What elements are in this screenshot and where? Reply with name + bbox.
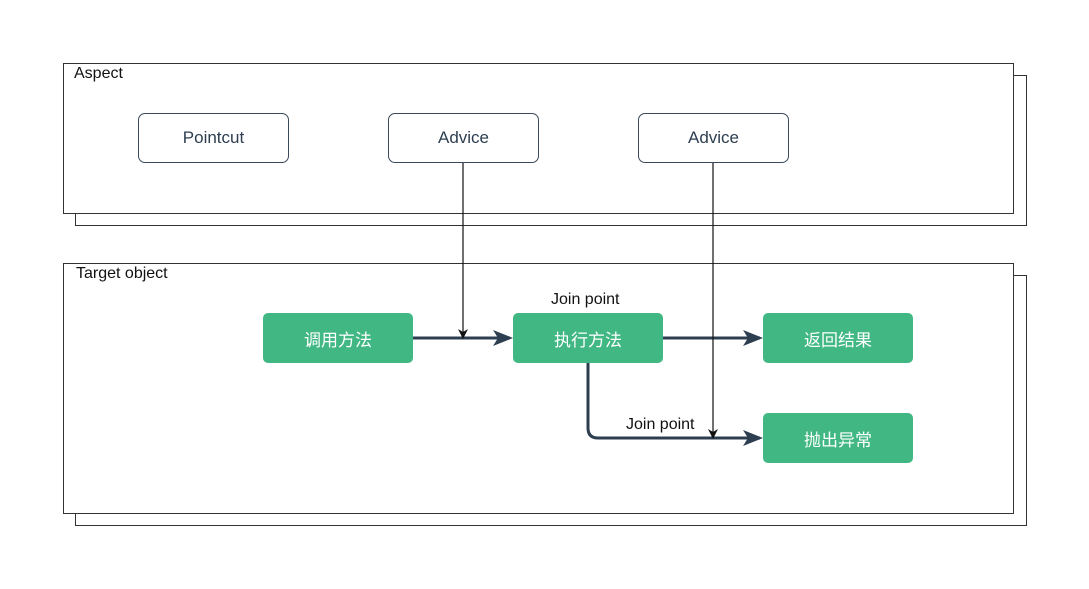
pointcut-node[interactable]: Pointcut — [138, 113, 289, 163]
target-frame — [63, 263, 1014, 514]
join-point-label-2: Join point — [626, 416, 695, 433]
join-point-label-1: Join point — [551, 291, 620, 308]
edge-execute-to-throw — [586, 363, 763, 446]
call-method-node[interactable]: 调用方法 — [263, 313, 413, 363]
aspect-title: Aspect — [74, 65, 123, 82]
return-result-node[interactable]: 返回结果 — [763, 313, 913, 363]
target-title: Target object — [76, 265, 168, 282]
throw-exception-node[interactable]: 抛出异常 — [763, 413, 913, 463]
advice-node-2[interactable]: Advice — [638, 113, 789, 163]
advice-node-1[interactable]: Advice — [388, 113, 539, 163]
execute-method-node[interactable]: 执行方法 — [513, 313, 663, 363]
